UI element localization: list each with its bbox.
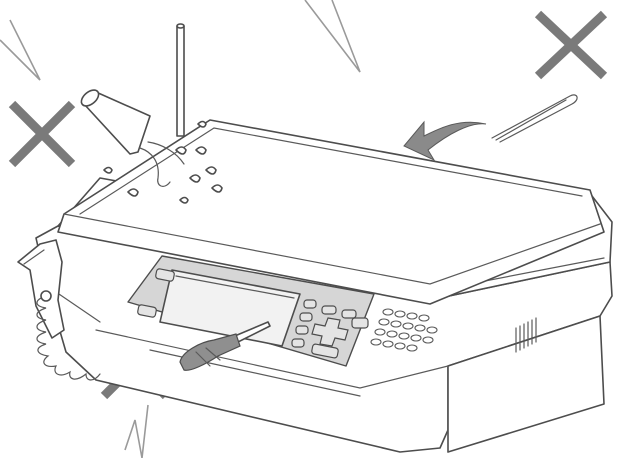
prohibition-x-icon bbox=[12, 104, 72, 164]
panel-button[interactable] bbox=[342, 310, 356, 318]
panel-button[interactable] bbox=[296, 326, 308, 334]
panel-button[interactable] bbox=[292, 339, 304, 347]
panel-button[interactable] bbox=[304, 300, 316, 308]
stop-button[interactable] bbox=[352, 318, 368, 328]
prohibition-x-icon bbox=[538, 14, 604, 76]
paper-clip-icon bbox=[492, 95, 577, 142]
arrow-icon bbox=[404, 122, 486, 160]
panel-button[interactable] bbox=[300, 313, 312, 321]
metal-rod-icon bbox=[177, 24, 184, 136]
panel-button[interactable] bbox=[322, 306, 336, 314]
